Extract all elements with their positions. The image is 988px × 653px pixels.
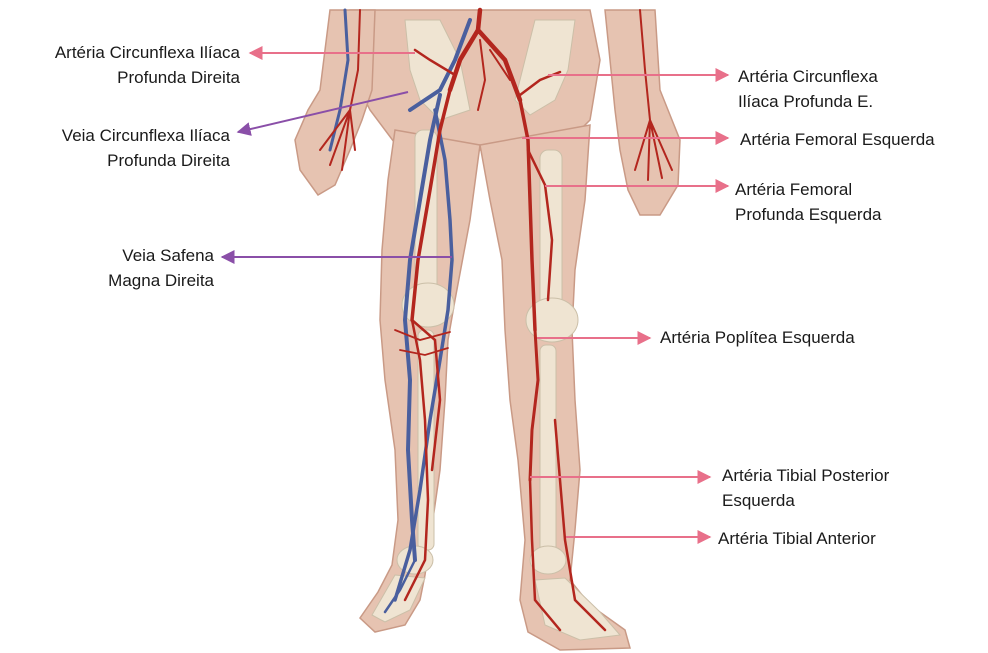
- label-a-circ-iliaca-dir-line1: Artéria Circunflexa Ilíaca: [55, 40, 240, 65]
- label-a-tibial-ant: Artéria Tibial Anterior: [718, 526, 876, 551]
- label-v-safena-magna-line1: Veia Safena: [108, 243, 214, 268]
- label-a-femoral-prof-esq: Artéria Femoral Profunda Esquerda: [735, 177, 882, 227]
- label-v-circ-iliaca-dir: Veia Circunflexa Ilíaca Profunda Direita: [62, 123, 230, 173]
- label-a-tibial-post-esq: Artéria Tibial Posterior Esquerda: [722, 463, 889, 513]
- label-a-circ-iliaca-esq-line1: Artéria Circunflexa: [738, 64, 878, 89]
- label-a-tibial-ant-line1: Artéria Tibial Anterior: [718, 526, 876, 551]
- label-a-femoral-prof-esq-line1: Artéria Femoral: [735, 177, 882, 202]
- label-v-safena-magna: Veia Safena Magna Direita: [108, 243, 214, 293]
- label-a-femoral-esq-line1: Artéria Femoral Esquerda: [740, 127, 935, 152]
- left-tibia: [540, 345, 556, 555]
- label-a-circ-iliaca-dir: Artéria Circunflexa Ilíaca Profunda Dire…: [55, 40, 240, 90]
- label-a-femoral-esq: Artéria Femoral Esquerda: [740, 127, 935, 152]
- label-a-tibial-post-esq-line1: Artéria Tibial Posterior: [722, 463, 889, 488]
- label-a-femoral-prof-esq-line2: Profunda Esquerda: [735, 202, 882, 227]
- left-ankle: [530, 546, 566, 574]
- label-v-circ-iliaca-dir-line1: Veia Circunflexa Ilíaca: [62, 123, 230, 148]
- label-a-poplitea-esq-line1: Artéria Poplítea Esquerda: [660, 325, 855, 350]
- label-v-safena-magna-line2: Magna Direita: [108, 268, 214, 293]
- label-a-circ-iliaca-esq: Artéria Circunflexa Ilíaca Profunda E.: [738, 64, 878, 114]
- label-a-circ-iliaca-dir-line2: Profunda Direita: [55, 65, 240, 90]
- label-v-circ-iliaca-dir-line2: Profunda Direita: [62, 148, 230, 173]
- label-a-poplitea-esq: Artéria Poplítea Esquerda: [660, 325, 855, 350]
- label-a-circ-iliaca-esq-line2: Ilíaca Profunda E.: [738, 89, 878, 114]
- label-a-tibial-post-esq-line2: Esquerda: [722, 488, 889, 513]
